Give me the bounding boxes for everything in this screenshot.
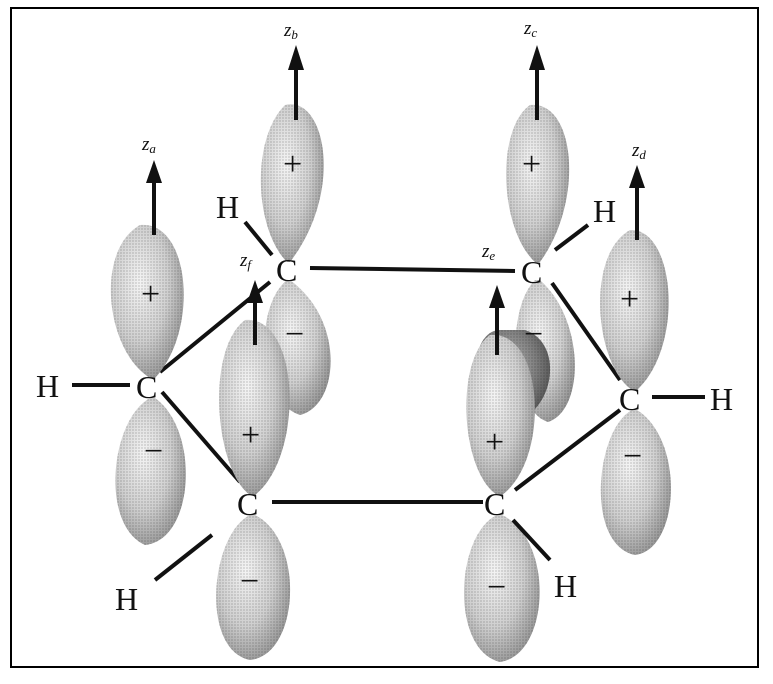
hydrogen-atom-right: H [710, 381, 733, 417]
orbital-carbon-e [463, 330, 551, 662]
bond-h-top-left [243, 220, 274, 257]
bond-cd-ce [513, 408, 622, 492]
axis-arrow-a [146, 160, 162, 235]
axis-label-f: zf [239, 250, 253, 272]
hydrogen-atom-bottom-left: H [115, 581, 138, 617]
sign-plus-f: + [241, 417, 260, 454]
carbon-atom-a: C [136, 369, 157, 405]
bond-h-bottom-left [153, 533, 214, 582]
hydrogen-atom-left: H [36, 368, 59, 404]
orbital-carbon-c [506, 104, 575, 422]
sign-plus-c: + [522, 146, 541, 183]
axis-arrow-b [288, 45, 304, 120]
axis-arrow-c [529, 45, 545, 120]
sign-minus-a: − [144, 433, 163, 470]
sign-plus-a: + [141, 276, 160, 313]
sign-minus-d: − [623, 438, 642, 475]
sign-plus-d: + [620, 281, 639, 318]
carbon-atom-e: C [484, 486, 505, 522]
hydrogen-atom-top-right: H [593, 193, 616, 229]
axis-label-d: zd [631, 140, 646, 162]
ch-bonds [72, 220, 705, 582]
sign-plus-e: + [485, 424, 504, 461]
carbon-atom-f: C [237, 486, 258, 522]
orbital-carbon-f [216, 319, 291, 660]
orbital-carbon-d [600, 229, 671, 555]
carbon-atom-d: C [619, 381, 640, 417]
bond-h-top-right [553, 223, 590, 252]
sign-minus-e: − [487, 569, 506, 606]
axis-arrows [146, 45, 645, 355]
orbital-carbon-a [110, 224, 186, 545]
axis-arrow-d [629, 165, 645, 240]
axis-label-a: za [141, 134, 156, 156]
sign-minus-b: − [285, 316, 304, 353]
axis-label-c: zc [523, 18, 537, 40]
carbon-atoms: C C C C C C [136, 252, 640, 522]
hydrogen-atom-bottom-right: H [554, 568, 577, 604]
axis-arrow-e [489, 285, 505, 355]
carbon-atom-c: C [521, 254, 542, 290]
axis-label-b: zb [283, 20, 298, 42]
carbon-atom-b: C [276, 252, 297, 288]
hydrogen-atom-top-left: H [216, 189, 239, 225]
axis-arrow-f [247, 280, 263, 345]
sign-minus-c: − [524, 316, 543, 353]
axis-label-e: ze [481, 241, 495, 263]
orbital-signs: + − + − + − + − + − + − [141, 146, 642, 606]
bond-ca-cf [160, 390, 242, 484]
hydrogen-atoms: H H H H H H [36, 189, 733, 617]
bond-h-bottom-right [511, 518, 552, 562]
sign-minus-f: − [240, 563, 259, 600]
bond-cc-cd [550, 281, 622, 382]
bond-cb-cc [309, 266, 516, 273]
sign-plus-b: + [283, 146, 302, 183]
